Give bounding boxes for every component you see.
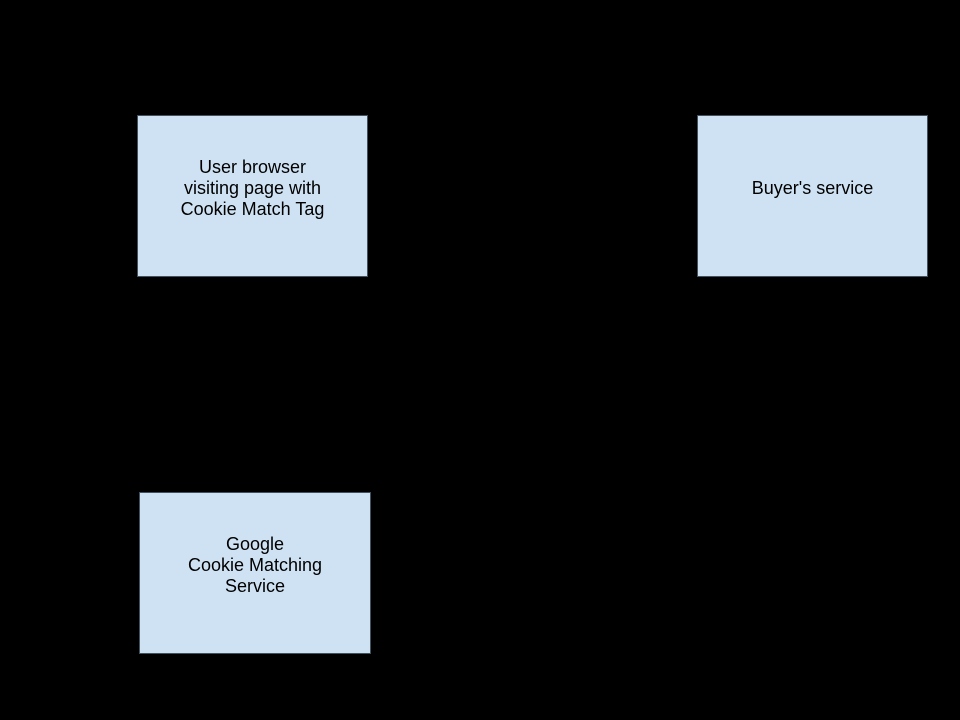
node-buyers-service-label: Buyer's service bbox=[751, 177, 874, 198]
node-user-browser-label: User browser visiting page with Cookie M… bbox=[180, 156, 325, 219]
node-google-cookie-matching-service: Google Cookie Matching Service bbox=[139, 492, 371, 654]
node-user-browser: User browser visiting page with Cookie M… bbox=[137, 115, 368, 277]
node-google-cookie-matching-service-label: Google Cookie Matching Service bbox=[187, 533, 323, 596]
node-buyers-service: Buyer's service bbox=[697, 115, 928, 277]
